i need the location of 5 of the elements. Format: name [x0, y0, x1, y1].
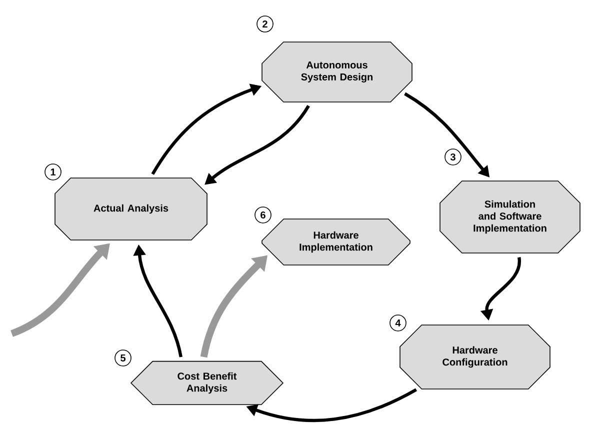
process-octagon: Autonomous System Design — [262, 42, 412, 102]
process-octagon: Simulation and Software Implementation — [440, 180, 580, 254]
process-octagon: Hardware Configuration — [400, 324, 550, 390]
process-octagon: Hardware Implementation — [262, 218, 410, 266]
process-octagon: Actual Analysis — [54, 178, 208, 240]
